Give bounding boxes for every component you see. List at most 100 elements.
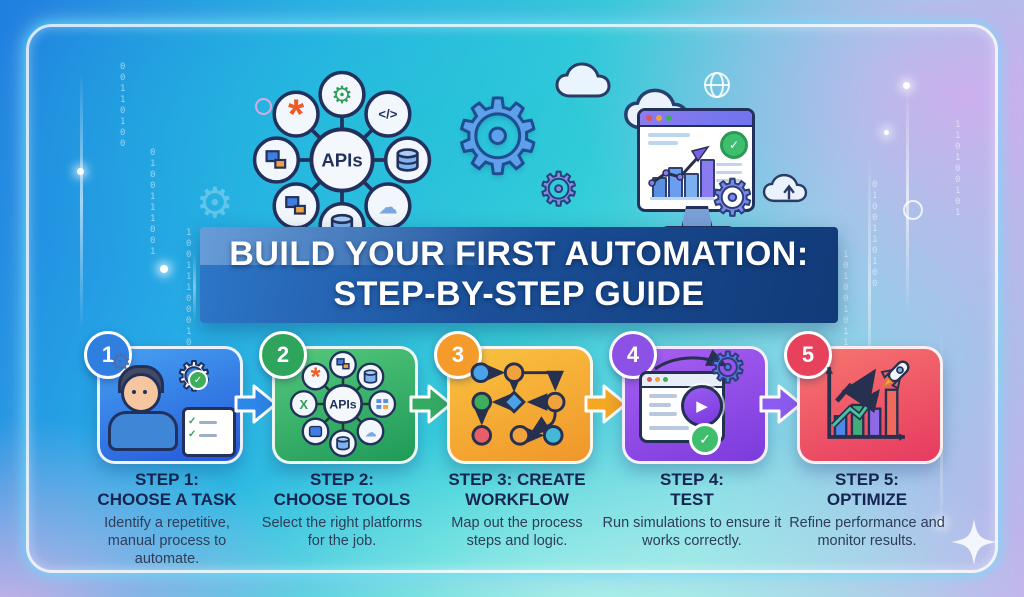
growth-chart-icon xyxy=(825,360,910,441)
step-description: Run simulations to ensure it works corre… xyxy=(602,515,782,549)
step-heading: STEP 1: CHOOSE A TASK xyxy=(72,470,262,510)
binary-decor: 110100101 xyxy=(955,120,961,218)
checklist-line xyxy=(199,420,218,424)
workflow-diagram-icon xyxy=(470,362,566,446)
list-line-decor xyxy=(716,179,742,182)
rocket-icon xyxy=(880,360,910,390)
glow-dot xyxy=(903,82,910,89)
code-icon: </> xyxy=(378,106,397,121)
step-text-5: STEP 5: OPTIMIZE Refine performance and … xyxy=(772,470,962,550)
glow-dot xyxy=(160,265,168,273)
circuit-line xyxy=(193,252,196,322)
step-card-1: 1 ⚙ ⚙ ✓ ✓ ✓ xyxy=(84,331,243,464)
traffic-dot-orange xyxy=(656,115,662,121)
flow-node xyxy=(509,425,531,446)
text-line-decor xyxy=(649,412,677,416)
zapier-asterisk-icon: * xyxy=(311,363,321,391)
step-heading: STEP 4: TEST xyxy=(597,470,787,510)
step-text-2: STEP 2: CHOOSE TOOLS Select the right pl… xyxy=(247,470,437,550)
ring-decor xyxy=(255,98,272,115)
step-card-2: 2 xyxy=(259,331,418,464)
circuit-line xyxy=(906,85,909,315)
list-line-decor xyxy=(716,171,742,174)
page-title: BUILD YOUR FIRST AUTOMATION: STEP-BY-STE… xyxy=(200,234,838,314)
person-body xyxy=(108,411,178,451)
decision-diamond xyxy=(502,390,526,414)
step-heading-line: STEP 1: xyxy=(135,470,199,489)
step-heading-line: CHOOSE A TASK xyxy=(97,490,237,509)
check-badge-icon: ✓ xyxy=(720,131,748,159)
step-heading-line: OPTIMIZE xyxy=(826,490,908,509)
step-heading-line: STEP 5: xyxy=(835,470,899,489)
flow-node xyxy=(544,391,566,413)
check-icon: ✓ xyxy=(188,429,197,440)
check-icon: ✓ xyxy=(188,370,208,390)
step-heading: STEP 2: CHOOSE TOOLS xyxy=(247,470,437,510)
step-heading-line: TEST xyxy=(670,490,714,509)
gear-icon: ⚙ xyxy=(537,163,580,215)
text-line-decor xyxy=(648,133,690,137)
step-heading-line: STEP 4: xyxy=(660,470,724,489)
binary-decor: 0100111001 xyxy=(150,148,156,257)
check-icon: ✓ xyxy=(188,416,197,427)
step-description: Identify a repetitive, manual process to… xyxy=(104,515,230,567)
step-description: Select the right platforms for the job. xyxy=(261,515,423,549)
apps-icon xyxy=(336,358,345,366)
person-eye xyxy=(132,390,136,394)
ring-decor xyxy=(903,200,923,220)
apps-icon xyxy=(342,363,350,370)
hub-center-label: APIs xyxy=(321,150,362,171)
step-heading-line: WORKFLOW xyxy=(465,490,569,509)
flow-node xyxy=(503,362,525,383)
list-line-decor xyxy=(716,163,742,166)
circuit-line xyxy=(868,150,871,420)
cloud-icon: ☁ xyxy=(365,426,377,439)
browser-titlebar xyxy=(640,111,752,127)
cloud-icon xyxy=(555,62,611,98)
chart-bar xyxy=(700,159,715,197)
chart-bar xyxy=(884,388,899,438)
mini-apis-hub: ☁ X * APIs xyxy=(289,350,397,458)
gear-icon: ⚙ xyxy=(331,82,353,109)
step-badge-5: 5 xyxy=(784,331,832,379)
binary-decor: 00110100 xyxy=(120,62,126,149)
flow-node xyxy=(471,425,493,446)
trend-line xyxy=(832,389,880,427)
sparkle-icon xyxy=(950,518,998,566)
step-card-3: 3 xyxy=(434,331,593,464)
step-card-4: 4 ⚙ ▶ ✓ xyxy=(609,331,768,464)
step-text-1: STEP 1: CHOOSE A TASK Identify a repetit… xyxy=(72,470,262,568)
traffic-dot-red xyxy=(647,377,652,382)
traffic-dot-green xyxy=(663,377,668,382)
text-line-decor xyxy=(649,394,677,398)
text-line-decor xyxy=(650,197,714,200)
hub-center xyxy=(322,383,364,425)
browser-titlebar xyxy=(642,374,722,388)
neon-frame xyxy=(26,24,998,573)
step-heading: STEP 5: OPTIMIZE xyxy=(772,470,962,510)
step-description: Map out the process steps and logic. xyxy=(451,515,583,549)
circuit-line xyxy=(80,72,83,332)
hub-center xyxy=(309,127,375,193)
globe-icon xyxy=(704,72,730,98)
flow-arrow-3 xyxy=(584,384,628,424)
step-heading-line: STEP 2: xyxy=(310,470,374,489)
person-eye xyxy=(143,390,147,394)
text-line-decor xyxy=(649,403,671,407)
cloud-icon: ☁ xyxy=(378,197,398,219)
gear-icon: ⚙ xyxy=(110,349,132,376)
glow-dot xyxy=(938,520,944,526)
gear-icon: ⚙ xyxy=(196,179,234,226)
checklist-line xyxy=(199,433,218,437)
trend-arrow-icon xyxy=(648,145,710,187)
step-heading-line: CHOOSE TOOLS xyxy=(273,490,411,509)
step-heading: STEP 3: CREATE WORKFLOW xyxy=(422,470,612,510)
hub-center-label: APIs xyxy=(329,397,356,411)
title-banner: BUILD YOUR FIRST AUTOMATION: STEP-BY-STE… xyxy=(200,227,838,323)
step-heading-line: STEP 3: CREATE xyxy=(448,470,586,489)
binary-decor: 0100110100 xyxy=(872,180,878,289)
title-line-1: BUILD YOUR FIRST AUTOMATION: xyxy=(229,235,809,273)
step-text-4: STEP 4: TEST Run simulations to ensure i… xyxy=(597,470,787,550)
grid-icon xyxy=(376,399,389,409)
